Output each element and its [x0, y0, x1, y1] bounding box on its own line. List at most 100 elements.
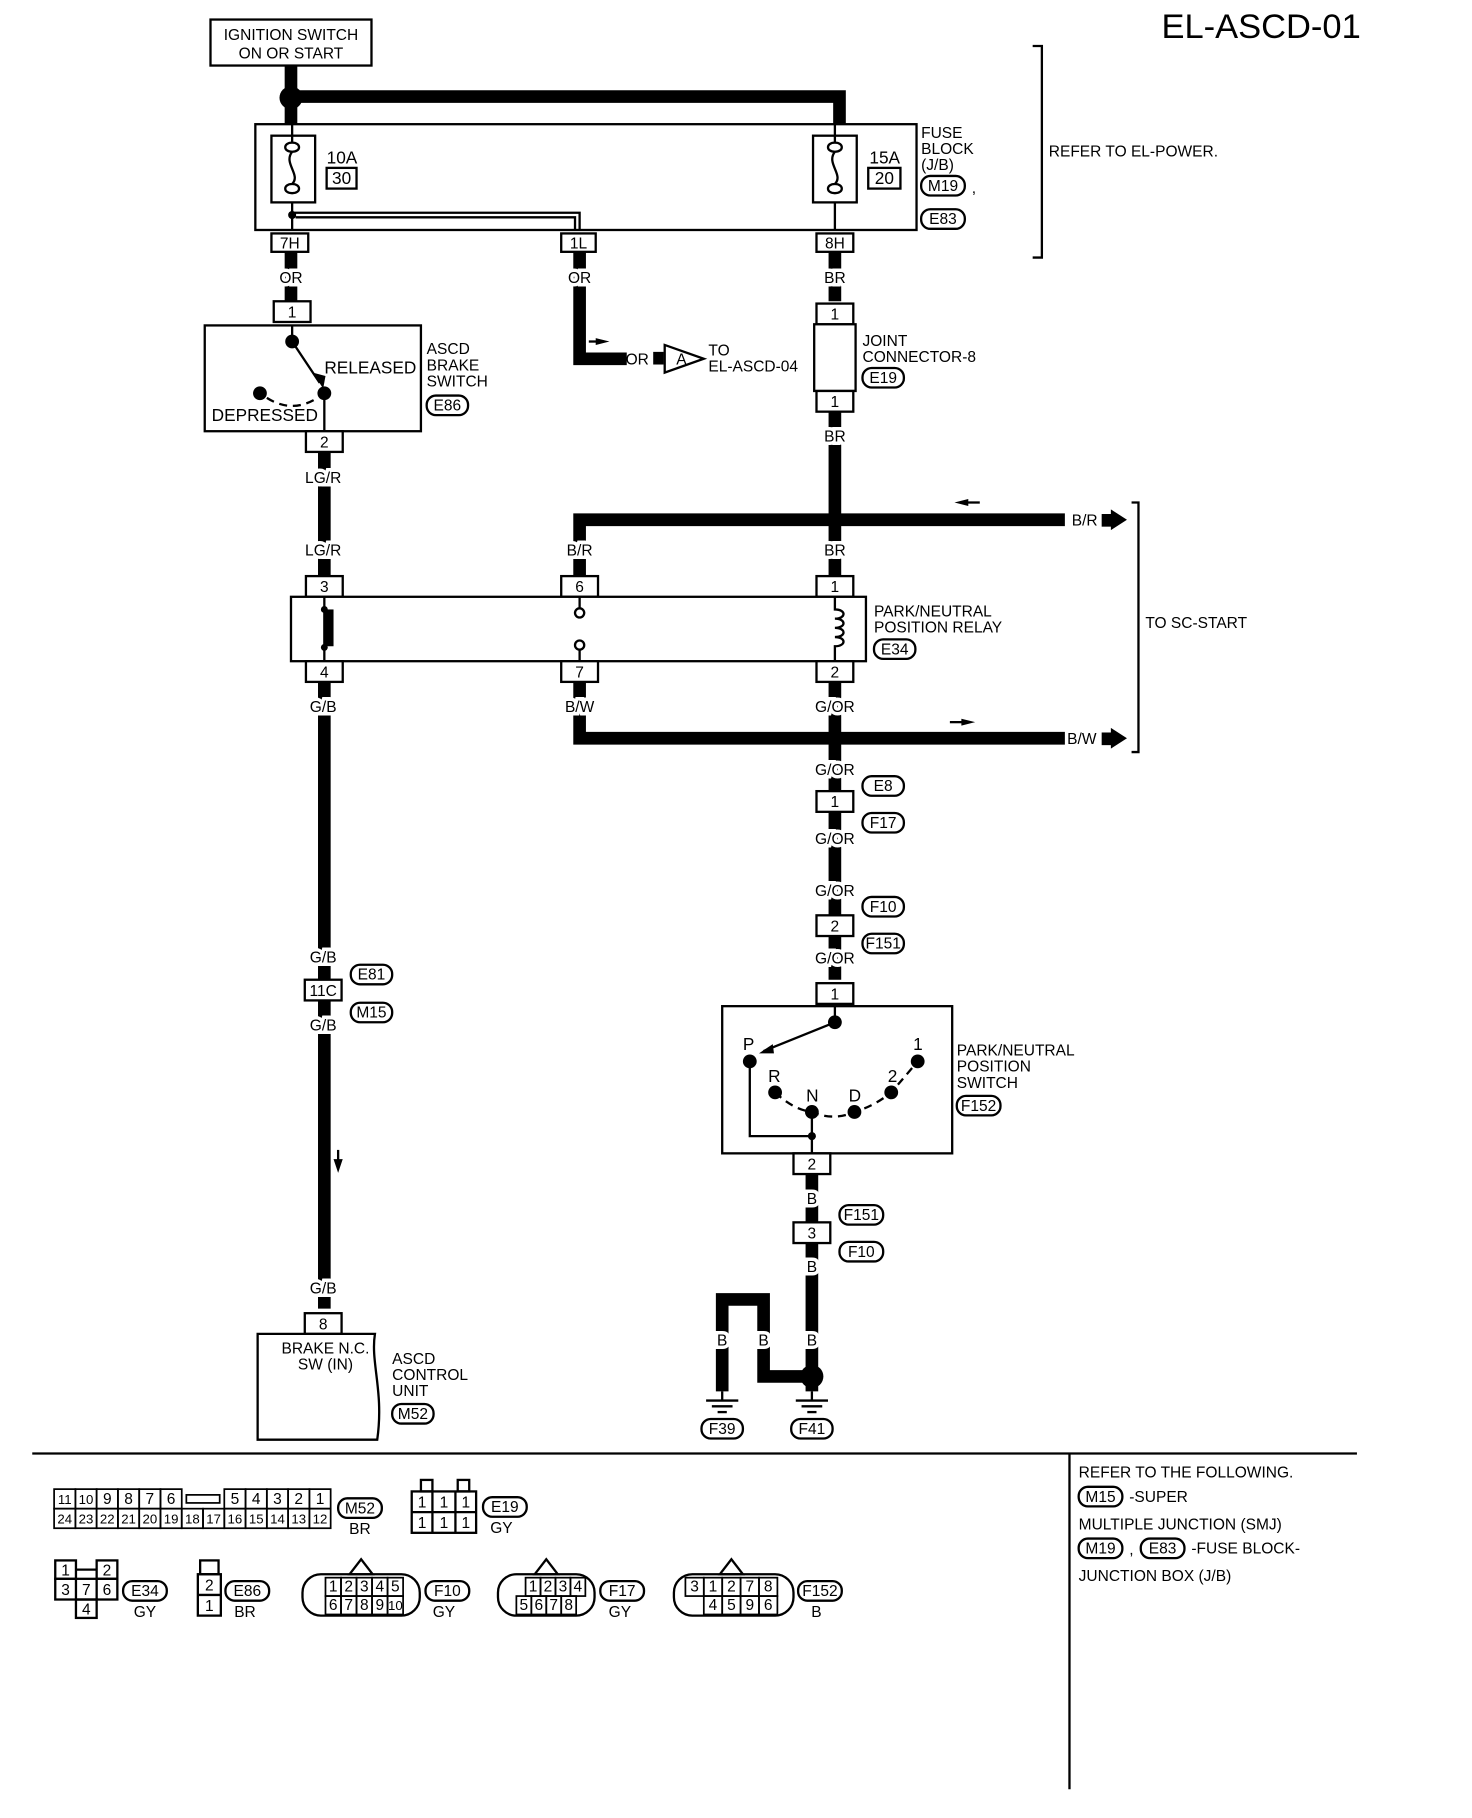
relay-coil-icon	[833, 596, 845, 662]
page-id: EL-ASCD-01	[1161, 8, 1360, 46]
arrow-down-icon	[333, 1159, 343, 1173]
conn-e83: E83	[929, 211, 957, 228]
e34-pin-7: 7	[82, 1582, 91, 1599]
refer-bracket: REFER TO EL-POWER.	[1032, 44, 1218, 259]
e19-pin-5: 1	[440, 1515, 449, 1532]
e34-pin-3: 3	[61, 1582, 70, 1599]
wire-b-3: B	[807, 1332, 817, 1349]
control-unit-terminal-1: BRAKE N.C.	[282, 1340, 370, 1357]
f10-pin: 4	[375, 1578, 384, 1595]
m52-pin-cell	[308, 1507, 332, 1530]
f152-pin: 9	[745, 1597, 754, 1614]
connview-e34-color: GY	[134, 1604, 157, 1621]
wire-gb-2: G/B	[310, 949, 337, 966]
e34-pin-6: 6	[103, 1582, 112, 1599]
svg-text:,: ,	[1129, 1542, 1133, 1559]
f152-pin: 2	[727, 1578, 736, 1595]
pos-2: 2	[888, 1066, 898, 1086]
wire-br-r: B/R	[567, 542, 593, 559]
power-source-line1: IGNITION SWITCH	[224, 27, 358, 44]
f17-pin: 7	[549, 1597, 558, 1614]
e19-pin-2: 1	[440, 1495, 449, 1512]
m52-pin: 14	[270, 1512, 285, 1527]
f10-pin: 5	[391, 1578, 400, 1595]
offpage-connector-icon	[663, 343, 708, 375]
m52-pin: 6	[167, 1491, 176, 1508]
relay-pin-3: 3	[320, 579, 329, 596]
wire-lgr-top: LG/R	[305, 470, 341, 487]
joint-pin-top: 1	[831, 307, 840, 324]
wire-b-4: B	[758, 1332, 768, 1349]
f17-pin: 4	[574, 1578, 583, 1595]
wire-b-2: B	[807, 1259, 817, 1276]
f152-pin: 8	[764, 1578, 773, 1595]
brake-switch-pin-out: 2	[320, 434, 329, 451]
m52-pin: 11	[58, 1492, 72, 1507]
refer-el-power: REFER TO EL-POWER.	[1049, 143, 1218, 160]
brake-switch-name-1: ASCD	[427, 341, 470, 358]
conn-e8: E8	[874, 778, 893, 795]
brake-switch-pin-in: 1	[288, 304, 297, 321]
notes-m15-text: -SUPER	[1129, 1489, 1188, 1506]
e34-pin-4: 4	[82, 1601, 91, 1618]
conn-e19: E19	[869, 370, 897, 387]
notes-line2: MULTIPLE JUNCTION (SMJ)	[1079, 1516, 1282, 1533]
f10-pin: 2	[344, 1578, 353, 1595]
sc-start-bw-arrow	[1110, 727, 1127, 749]
conn-e34: E34	[881, 641, 909, 658]
notes: REFER TO THE FOLLOWING. M15 -SUPER MULTI…	[1077, 1465, 1300, 1585]
arrow-left-icon	[954, 499, 969, 506]
connview-m52: M52	[345, 1500, 375, 1517]
m52-pin: 2	[294, 1491, 303, 1508]
e8-pin: 1	[831, 794, 840, 811]
wire-or-left: OR	[279, 270, 302, 287]
wire-gor-3: G/OR	[815, 831, 855, 848]
conn-m52: M52	[398, 1406, 428, 1423]
wire-br-relay: BR	[824, 542, 846, 559]
e86-pin-1: 1	[205, 1598, 214, 1615]
conn-f152: F152	[961, 1098, 996, 1115]
m52-key-slot	[185, 1494, 221, 1504]
wire-gor-1: G/OR	[815, 699, 855, 716]
connector-view-e19: 1 1 1 1 1 1	[410, 1478, 478, 1534]
m52-pin: 15	[249, 1512, 264, 1527]
wire-gor-4: G/OR	[815, 883, 855, 900]
fuse-a-num: 30	[332, 168, 351, 188]
relay-pin-2: 2	[831, 664, 840, 681]
f17-pin: 2	[544, 1578, 553, 1595]
m52-pin: 22	[100, 1512, 115, 1527]
f10-pin: 7	[344, 1597, 353, 1614]
m52-pin: 16	[228, 1512, 243, 1527]
conn-f17: F17	[870, 815, 897, 832]
connview-f17: F17	[609, 1583, 636, 1600]
m52-pin: 5	[231, 1491, 240, 1508]
brake-switch-name-3: SWITCH	[427, 373, 488, 390]
wire-gb-1: G/B	[310, 699, 337, 716]
fuse-a-amp: 10A	[327, 147, 358, 167]
m52-pin: 3	[273, 1491, 282, 1508]
wire-or-mid: OR	[568, 270, 591, 287]
connview-f10: F10	[434, 1583, 461, 1600]
pn-switch-pin-out: 2	[808, 1156, 817, 1173]
sc-start-bracket: TO SC-START	[1131, 501, 1248, 754]
ascd-control-unit: 8 BRAKE N.C. SW (IN) ASCD CONTROL UNIT M…	[256, 1312, 468, 1441]
connview-e86-color: BR	[234, 1604, 256, 1621]
m52-pin: 13	[291, 1512, 306, 1527]
svg-text:,: ,	[972, 180, 976, 197]
connview-e34: E34	[131, 1583, 159, 1600]
m52-pin: 19	[164, 1512, 179, 1527]
wire-gor-5: G/OR	[815, 951, 855, 968]
wire-or-out: OR	[626, 352, 649, 369]
ground-f39-label: F39	[709, 1421, 736, 1438]
sc-start-br-arrow	[1110, 509, 1127, 531]
f17-pin: 3	[559, 1578, 568, 1595]
connector-view-e34: 1 2 3 7 6 4	[54, 1559, 119, 1620]
f17-pin: 6	[534, 1597, 543, 1614]
notes-m15: M15	[1085, 1489, 1115, 1506]
f152-pin: 5	[727, 1597, 736, 1614]
conn-m15: M15	[356, 1005, 386, 1022]
fuse-block-label-1: FUSE	[921, 125, 962, 142]
notes-m19: M19	[1085, 1541, 1115, 1558]
relay-pin-4: 4	[320, 664, 329, 681]
